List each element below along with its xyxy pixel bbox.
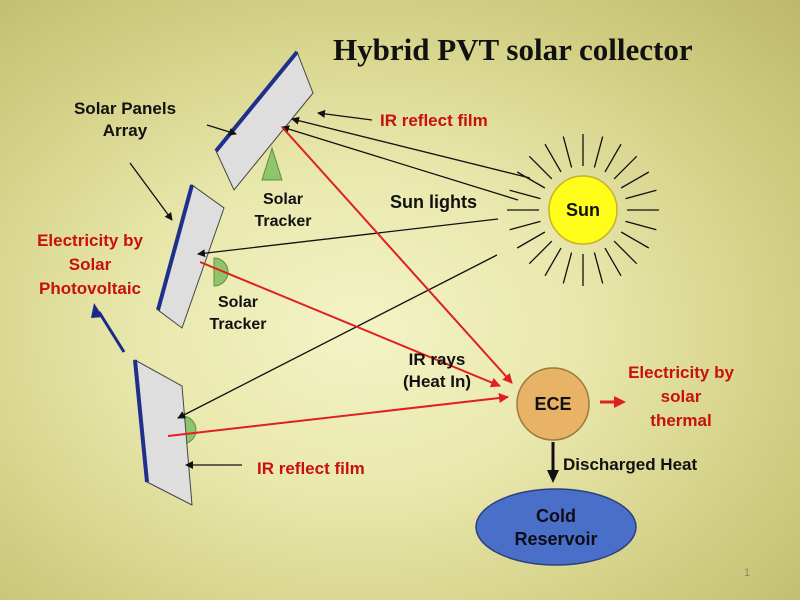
ir-ray-bottom	[167, 393, 509, 437]
solar-panel-middle	[156, 184, 225, 329]
sunlight-ray-top-2	[291, 116, 531, 179]
sun-ray	[620, 171, 650, 189]
arrow-pv-electricity	[97, 311, 126, 353]
sun-ray	[613, 240, 638, 265]
page-number: 1	[744, 567, 751, 579]
arrow-pv-electricity-head	[91, 303, 103, 318]
sun-ray	[593, 136, 604, 168]
arrow-discharged-heat-head	[547, 470, 559, 483]
sun-ray	[509, 220, 541, 231]
slide-title: Hybrid PVT solar collector	[333, 32, 693, 67]
sunlight-ray-top-1	[281, 125, 519, 201]
sun-rays	[507, 134, 659, 286]
sun-circle	[548, 175, 618, 245]
cold-reservoir-ellipse	[475, 488, 637, 566]
sun-ray	[544, 143, 562, 173]
discharged-heat-label: Discharged Heat	[563, 455, 698, 474]
arrow-ir-film-top	[317, 109, 373, 121]
solar-tracker-top-shape	[261, 146, 283, 181]
sun-ray	[625, 189, 657, 200]
sun-ray	[562, 252, 573, 284]
sun-ray	[604, 143, 622, 173]
cold-reservoir-label: Cold Reservoir	[514, 506, 598, 549]
ir-reflect-film-bottom-label: IR reflect film	[257, 459, 365, 478]
sun-ray	[509, 189, 541, 200]
ir-ray-mid	[199, 261, 501, 388]
solar-tracker-mid-label: Solar Tracker	[209, 294, 267, 333]
sun-ray	[620, 231, 650, 249]
electricity-thermal-label: Electricity by solar thermal	[628, 363, 734, 430]
sun-ray	[544, 247, 562, 277]
arrow-array-to-top-panel	[206, 124, 237, 136]
ece-label: ECE	[534, 394, 572, 414]
solar-panel-bottom	[133, 359, 193, 506]
sun-lights-label: Sun lights	[390, 192, 477, 212]
arrow-ece-to-thermal-head	[614, 396, 626, 408]
sun-ray	[528, 155, 553, 180]
sun-ray	[613, 155, 638, 180]
sun-ray	[625, 220, 657, 231]
sun-ray	[604, 247, 622, 277]
ir-ray-top	[281, 126, 513, 384]
sun-label: Sun	[566, 200, 600, 220]
solar-tracker-top-label: Solar Tracker	[254, 191, 312, 230]
ir-rays-label: IR rays (Heat In)	[403, 350, 471, 391]
sun-ray	[516, 231, 546, 249]
ir-reflect-film-top-label: IR reflect film	[380, 111, 488, 130]
arrow-array-to-mid-panel	[129, 162, 173, 221]
sunlight-ray-mid	[197, 218, 499, 258]
sunlight-ray-bottom	[177, 254, 498, 419]
sun-ray	[562, 136, 573, 168]
electricity-pv-label: Electricity by Solar Photovoltaic	[37, 231, 143, 298]
sun-ray	[593, 252, 604, 284]
sun-ray	[516, 171, 546, 189]
ece-circle	[516, 367, 590, 441]
sun-ray	[528, 240, 553, 265]
solar-panels-array-label: Solar Panels Array	[73, 99, 177, 140]
